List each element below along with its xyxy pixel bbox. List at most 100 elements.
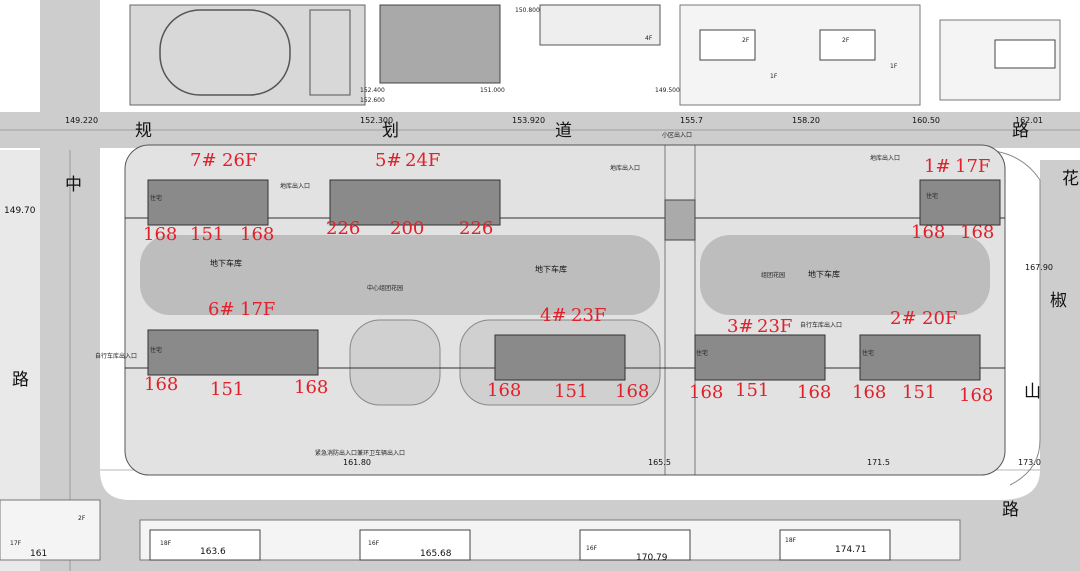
floor-tag: 16F — [368, 540, 380, 547]
building-labels: 7# 26F 168 151 168 5# 24F 226 200 226 1#… — [143, 150, 994, 406]
elevation: 151.000 — [480, 87, 505, 94]
unit-area: 151 — [210, 379, 244, 400]
building-number: 7# — [190, 150, 217, 171]
elevation: 152.600 — [360, 97, 385, 104]
building-floors: 23F — [757, 316, 792, 337]
elevation: 171.5 — [867, 458, 890, 467]
unit-area: 168 — [960, 222, 994, 243]
basketball-court — [309, 9, 351, 96]
building-2-footprint — [859, 334, 981, 381]
elevation: 152.400 — [360, 87, 385, 94]
building-number: 2# — [890, 308, 917, 329]
unit-area: 168 — [615, 381, 649, 402]
elevation: 161.80 — [343, 458, 371, 467]
garden-label: 组团花园 — [761, 271, 785, 279]
main-gate-path — [664, 199, 696, 241]
road-char: 路 — [12, 370, 29, 390]
elevation: 158.20 — [792, 116, 820, 125]
building-floors: 23F — [571, 305, 606, 326]
elevation: 155.7 — [680, 116, 703, 125]
road-char: 中 — [65, 175, 82, 195]
unit-area: 168 — [911, 222, 945, 243]
house-2f-a — [699, 29, 756, 61]
elevation: 152.300 — [360, 116, 393, 125]
floor-tag: 2F — [842, 37, 850, 44]
road-char: 路 — [1012, 121, 1029, 141]
building-6-footprint — [147, 329, 319, 376]
unit-area: 151 — [190, 224, 224, 245]
south-neighbourhood: 17F 2F 18F 16F 16F 18F 161 163.6 165.68 … — [0, 499, 961, 563]
outer-road-ring — [40, 0, 1080, 571]
unit-area: 168 — [852, 382, 886, 403]
floor-tag: 18F — [785, 537, 797, 544]
road-elevations: 149.220 152.300 153.920 155.7 158.20 160… — [4, 116, 1053, 467]
road-char: 山 — [1024, 382, 1041, 402]
garden-label: 中心组团花园 — [367, 284, 403, 292]
unit-area: 151 — [554, 381, 588, 402]
building-7-footprint — [147, 179, 269, 226]
residence-label: 住宅 — [862, 349, 874, 357]
road-char: 椒 — [1050, 291, 1067, 311]
floor-tag: 4F — [645, 35, 653, 42]
unit-area: 226 — [326, 218, 360, 239]
floor-tag: 2F — [742, 37, 750, 44]
elevation: 174.71 — [835, 545, 867, 555]
unit-area: 168 — [959, 385, 993, 406]
elevation: 161 — [30, 549, 47, 559]
garage-west — [140, 235, 660, 315]
building-floors: 26F — [222, 150, 257, 171]
unit-area: 200 — [390, 218, 424, 239]
building-number: 3# — [727, 316, 754, 337]
garage-label: 地下车库 — [210, 258, 242, 268]
floor-tag: 17F — [10, 540, 22, 547]
elevation: 149.220 — [65, 116, 98, 125]
residence-label: 住宅 — [150, 194, 162, 202]
building-3-footprint — [694, 334, 826, 381]
residence-label: 住宅 — [926, 192, 938, 200]
house-2f-b — [819, 29, 876, 61]
floor-tag: 1F — [770, 73, 778, 80]
garage-entrance-label: 地库出入口 — [870, 154, 900, 162]
garage-east — [700, 235, 990, 315]
emergency-entrance-label: 紧急消防出入口兼环卫车辆出入口 — [315, 449, 405, 457]
bike-entrance-label: 自行车库出入口 — [95, 352, 137, 360]
unit-area: 168 — [487, 380, 521, 401]
sports-field — [129, 4, 366, 106]
garage-entrance-label: 地库出入口 — [610, 164, 640, 172]
elevation: 173.0 — [1018, 458, 1041, 467]
unit-area: 168 — [689, 382, 723, 403]
entrance-labels: 小区出入口 紧急消防出入口兼环卫车辆出入口 地库出入口 地库出入口 地库出入口 … — [95, 131, 900, 457]
unit-area: 168 — [294, 377, 328, 398]
unit-area: 168 — [797, 382, 831, 403]
building-11 — [994, 39, 1056, 69]
building-1-footprint — [919, 179, 1001, 226]
building-floors: 17F — [240, 299, 275, 320]
unit-area: 168 — [240, 224, 274, 245]
building-floors: 20F — [922, 308, 957, 329]
elevation: 162.01 — [1015, 116, 1043, 125]
unit-area: 151 — [735, 380, 769, 401]
building-number: 4# — [540, 305, 567, 326]
bike-entrance-label: 自行车库出入口 — [800, 321, 842, 329]
building-number: 1# — [924, 156, 951, 177]
school-building — [379, 4, 501, 84]
elevation: 150.800 — [515, 7, 540, 14]
floor-tag: 1F — [890, 63, 898, 70]
building-5-footprint — [329, 179, 501, 226]
unit-area: 226 — [459, 218, 493, 239]
residence-tags: 住宅 住宅 住宅 住宅 住宅 — [150, 192, 938, 357]
garage-label: 地下车库 — [535, 264, 567, 274]
elevation: 167.90 — [1025, 263, 1053, 272]
unit-area: 151 — [902, 382, 936, 403]
elevation: 149.500 — [655, 87, 680, 94]
building-footprints — [147, 179, 1001, 381]
elevation: 165.68 — [420, 549, 452, 559]
floor-tag: 16F — [586, 545, 598, 552]
building-floors: 24F — [405, 150, 440, 171]
building-number: 6# — [208, 299, 235, 320]
road-char: 规 — [135, 121, 152, 141]
road-names: 规 划 道 路 中 路 花 椒 山 路 — [12, 121, 1079, 520]
unit-area: 168 — [144, 374, 178, 395]
